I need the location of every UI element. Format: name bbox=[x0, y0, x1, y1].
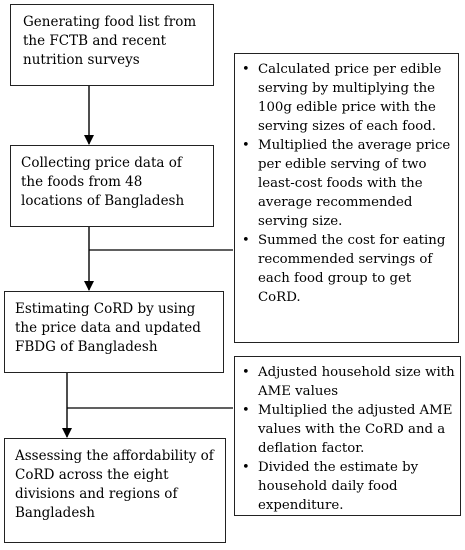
step-collect-price-data: Collecting price data of the foods from … bbox=[10, 145, 214, 227]
note-affordability-calculation: • Adjusted household size with AME values… bbox=[234, 356, 461, 516]
note-affordability-calculation-list: • Adjusted household size with AME values… bbox=[239, 363, 456, 515]
step-generate-food-list: Generating food list from the FCTB and r… bbox=[10, 4, 214, 86]
note-item: • Divided the estimate by household daily… bbox=[239, 458, 456, 515]
note-item: • Multiplied the average price per edible… bbox=[239, 136, 454, 231]
note-item: • Summed the cost for eating recommended … bbox=[239, 231, 454, 307]
note-item-text: Calculated price per edible serving by m… bbox=[258, 62, 442, 134]
note-item: • Calculated price per edible serving by … bbox=[239, 60, 454, 136]
bullet-icon: • bbox=[242, 233, 250, 248]
note-item-text: Multiplied the adjusted AME values with … bbox=[258, 403, 453, 456]
step-assess-affordability: Assessing the affordability of CoRD acro… bbox=[4, 438, 226, 543]
bullet-icon: • bbox=[242, 62, 250, 77]
bullet-icon: • bbox=[242, 138, 250, 153]
note-cord-calculation-list: • Calculated price per edible serving by … bbox=[239, 60, 454, 307]
bullet-icon: • bbox=[242, 460, 250, 475]
note-item-text: Summed the cost for eating recommended s… bbox=[258, 233, 446, 305]
bullet-icon: • bbox=[242, 365, 250, 380]
note-item: • Adjusted household size with AME values bbox=[239, 363, 456, 401]
bullet-icon: • bbox=[242, 403, 250, 418]
step-estimate-cord: Estimating CoRD by using the price data … bbox=[4, 291, 224, 373]
note-item-text: Multiplied the average price per edible … bbox=[258, 138, 451, 229]
note-cord-calculation: • Calculated price per edible serving by … bbox=[234, 53, 459, 343]
note-item-text: Adjusted household size with AME values bbox=[258, 365, 455, 399]
note-item-text: Divided the estimate by household daily … bbox=[258, 460, 419, 513]
note-item: • Multiplied the adjusted AME values with… bbox=[239, 401, 456, 458]
